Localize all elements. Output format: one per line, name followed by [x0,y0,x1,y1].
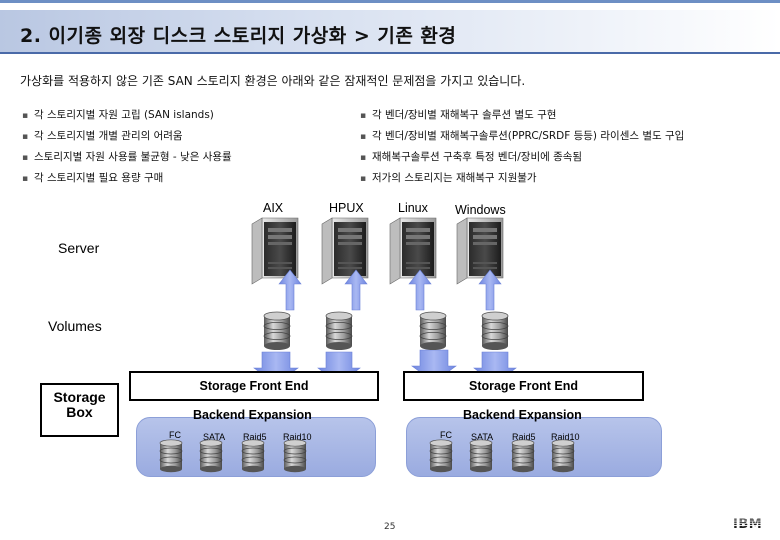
tray-disk-icon [470,440,492,472]
tray-disk-icon [242,440,264,472]
page-number: 25 [384,522,395,532]
tray-disk-icon [430,440,452,472]
tray-disk-icon [200,440,222,472]
tray-disk-icon [160,440,182,472]
ibm-logo: IBM [733,516,763,530]
tray-disk-icon [552,440,574,472]
tray-disk-icon [284,440,306,472]
tray-disk-icon [512,440,534,472]
